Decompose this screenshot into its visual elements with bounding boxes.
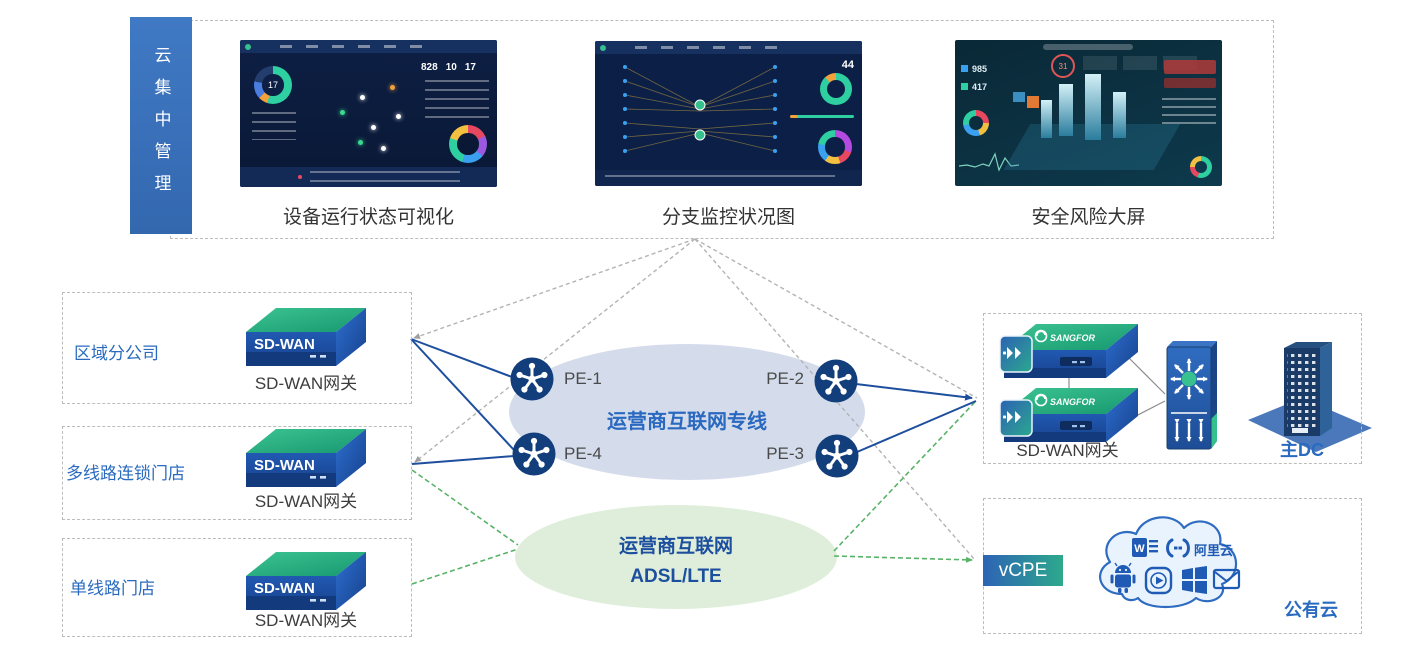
stat-risks: 417 bbox=[972, 82, 988, 92]
health-bar bbox=[790, 115, 854, 118]
sdwan-device-branch1: SD-WAN bbox=[246, 308, 366, 366]
internet-ellipse bbox=[515, 505, 837, 609]
internet-label-line1: 运营商互联网 bbox=[618, 536, 733, 557]
gateway-label-2: SD-WAN网关 bbox=[254, 492, 358, 511]
dc-building-icon bbox=[1248, 342, 1372, 452]
sdwan-device-branch3: SD-WAN bbox=[246, 552, 366, 610]
topology-fan bbox=[623, 65, 777, 153]
risk-alert-badge: 31 bbox=[1051, 54, 1075, 78]
building bbox=[1059, 84, 1073, 136]
vendor-logo-red bbox=[1164, 60, 1216, 74]
android-icon bbox=[1110, 562, 1136, 593]
mail-icon bbox=[1212, 568, 1241, 590]
donut-value: 17 bbox=[267, 80, 278, 90]
branch-name-multiline: 多线路连锁门店 bbox=[66, 464, 185, 483]
management-sidebar-label: 云集中管理 bbox=[151, 45, 171, 206]
internet-label-line2: ADSL/LTE bbox=[630, 566, 722, 587]
mpls-ellipse bbox=[509, 344, 865, 480]
health-donut bbox=[820, 73, 852, 105]
pe4-label: PE-4 bbox=[564, 444, 602, 463]
alicloud-icon: 阿里云 bbox=[1166, 538, 1233, 558]
stat-total: 828 bbox=[421, 62, 438, 73]
traffic-donut bbox=[818, 130, 852, 164]
building bbox=[1085, 74, 1101, 140]
router-icon-pe2 bbox=[813, 358, 859, 404]
mpls-label: 运营商互联网专线 bbox=[607, 411, 767, 433]
sangfor-gateway-2: SANGFOR bbox=[999, 387, 1139, 443]
threat-cube bbox=[1027, 96, 1039, 108]
security-stats: 985 417 bbox=[961, 64, 1019, 92]
word-icon: W bbox=[1132, 538, 1158, 557]
core-switch-icon bbox=[1166, 341, 1217, 450]
stat-chip bbox=[1083, 56, 1117, 70]
alicloud-label: 阿里云 bbox=[1194, 543, 1233, 558]
rank-bars bbox=[1162, 98, 1216, 128]
sdwan-device-branch2: SD-WAN bbox=[246, 429, 366, 487]
source-cube bbox=[1013, 92, 1025, 102]
dc-name-label: 主DC bbox=[1280, 440, 1324, 460]
device-label: SD-WAN bbox=[254, 457, 315, 474]
mini-donut bbox=[1190, 156, 1212, 178]
dashboard-table-strip bbox=[595, 170, 862, 186]
vendor-logo-red2 bbox=[1164, 78, 1216, 88]
public-cloud-icon: W 阿里云 bbox=[1099, 516, 1241, 608]
device-label: SD-WAN bbox=[254, 336, 315, 353]
sangfor-gateway-1: SANGFOR bbox=[999, 323, 1139, 379]
dashboard-branch-monitor: 44 bbox=[595, 41, 862, 186]
stat-chip bbox=[1123, 56, 1157, 70]
brand-label: SANGFOR bbox=[1050, 397, 1096, 407]
caption-branch-monitor: 分支监控状况图 bbox=[661, 207, 795, 228]
dashboard-device-status: 17 828 10 17 bbox=[240, 40, 497, 187]
building bbox=[1113, 92, 1126, 138]
windows-icon bbox=[1182, 566, 1207, 594]
stat-offline: 10 bbox=[445, 62, 457, 73]
word-letter: W bbox=[1134, 543, 1145, 555]
branch-box-singleline bbox=[62, 538, 412, 637]
datacenter-box bbox=[983, 313, 1362, 464]
pe1-label: PE-1 bbox=[564, 369, 602, 388]
branch-count: 44 bbox=[841, 59, 854, 71]
device-label: SD-WAN bbox=[254, 580, 315, 597]
dc-gateway-label: SD-WAN网关 bbox=[1016, 441, 1119, 460]
stat-numbers: 828 10 17 bbox=[421, 62, 491, 73]
gateway-label-3: SD-WAN网关 bbox=[254, 611, 358, 630]
caption-security-risk: 安全风险大屏 bbox=[1031, 207, 1146, 228]
vcpe-badge: vCPE bbox=[983, 555, 1063, 586]
vcpe-label: vCPE bbox=[998, 559, 1048, 581]
router-icon-pe1 bbox=[509, 356, 555, 402]
pe3-label: PE-3 bbox=[766, 444, 804, 463]
branch-name-regional: 区域分公司 bbox=[74, 344, 159, 363]
pe2-label: PE-2 bbox=[766, 369, 804, 388]
video-icon bbox=[1144, 566, 1173, 595]
status-donut: 17 bbox=[254, 66, 292, 104]
risk-donut bbox=[963, 110, 989, 136]
legend-rows bbox=[252, 112, 296, 140]
gateway-label-1: SD-WAN网关 bbox=[254, 374, 358, 393]
router-icon-pe3 bbox=[814, 433, 860, 479]
stat-rows bbox=[425, 80, 489, 124]
stat-alarm: 17 bbox=[464, 62, 476, 73]
stat-attacks: 985 bbox=[972, 64, 988, 74]
dashboard-table-strip bbox=[240, 167, 497, 187]
internet-links bbox=[411, 401, 976, 585]
building bbox=[1041, 100, 1052, 138]
dashboard-header bbox=[240, 40, 497, 53]
caption-device-status: 设备运行状态可视化 bbox=[282, 207, 454, 228]
brand-label: SANGFOR bbox=[1050, 333, 1096, 343]
management-sidebar: 云集中管理 bbox=[130, 17, 192, 234]
dashboard-security-risk: 31 985 417 bbox=[955, 40, 1222, 186]
mpls-links bbox=[410, 338, 977, 465]
branch-name-singleline: 单线路门店 bbox=[70, 579, 155, 598]
dashboard-title-bar bbox=[1043, 44, 1133, 50]
branch-box-multiline bbox=[62, 426, 412, 520]
risk-sparkline bbox=[959, 152, 1019, 172]
dashboard-header bbox=[595, 41, 862, 54]
branch-box-regional bbox=[62, 292, 412, 404]
alarm-donut bbox=[449, 125, 487, 163]
router-icon-pe4 bbox=[511, 431, 557, 477]
public-cloud-label: 公有云 bbox=[1284, 600, 1338, 620]
